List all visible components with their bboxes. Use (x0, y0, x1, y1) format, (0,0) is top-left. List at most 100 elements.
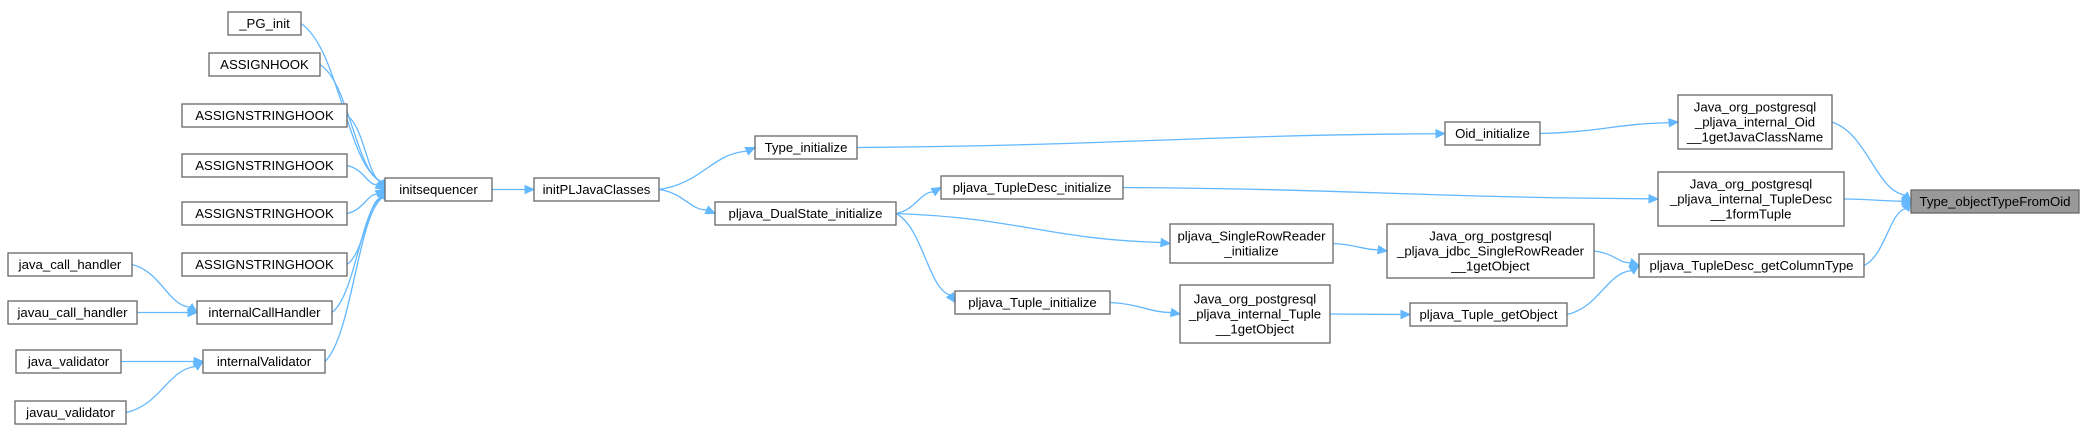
edge-pljava-dual-state-initialize-to-pljava-tuple-desc-initialize (895, 191, 934, 215)
node-label: javau_validator (25, 405, 115, 420)
edge-ash3-to-initsequencer (346, 193, 378, 215)
edge-java-single-row-reader-get-object-to-pljava-tuple-desc-get-column-type (1593, 250, 1631, 264)
node-label: ASSIGNSTRINGHOOK (195, 108, 334, 123)
node-ash4[interactable]: ASSIGNSTRINGHOOK (181, 252, 348, 277)
arrowhead (1400, 309, 1412, 320)
edge-internal-call-handler-to-initsequencer (331, 197, 382, 314)
arrowhead (1435, 128, 1447, 139)
edge-pljava-tuple-desc-get-column-type-to-type-object-type-from-oid (1863, 208, 1906, 267)
node-box (15, 349, 122, 374)
node-java-call-handler[interactable]: java_call_handler (7, 252, 133, 277)
edge-java-oid-get-java-class-name-to-type-object-type-from-oid (1831, 121, 1905, 196)
node-label: Type_initialize (765, 140, 848, 155)
node-internal-validator[interactable]: internalValidator (202, 349, 326, 374)
arrowhead (1628, 264, 1641, 275)
node-box (954, 290, 1111, 315)
node-box (208, 52, 321, 77)
node-label: __1getObject (1450, 259, 1530, 274)
node-type-initialize[interactable]: Type_initialize (754, 135, 858, 160)
edge-pljava-tuple-desc-initialize-to-java-tuple-desc-form-tuple (1122, 186, 1650, 200)
edge-ash2-to-initsequencer (346, 164, 378, 186)
edge-pljava-dual-state-initialize-to-pljava-single-row-reader-initialize (895, 212, 1162, 244)
node-label: Java_org_postgresql (1429, 229, 1551, 244)
node-pljava-dual-state-initialize[interactable]: pljava_DualState_initialize (714, 201, 897, 226)
node-pljava-tuple-desc-get-column-type[interactable]: pljava_TupleDesc_getColumnType (1638, 253, 1865, 278)
edge-type-initialize-to-oid-initialize (856, 133, 1437, 149)
node-type-object-type-from-oid[interactable]: Type_objectTypeFromOid (1910, 189, 2080, 214)
node-box (7, 300, 138, 325)
arrowhead (1160, 237, 1172, 248)
edge-assignhook-to-initsequencer (319, 63, 382, 183)
arrowhead (374, 180, 387, 191)
edge-ash1-to-initsequencer (346, 114, 382, 183)
edge-init-pljava-classes-to-pljava-dual-state-initialize (658, 188, 707, 211)
node-label: _pljava_internal_TupleDesc (1669, 192, 1833, 207)
node-pljava-single-row-reader-initialize[interactable]: pljava_SingleRowReader_initialize (1169, 223, 1334, 264)
arrowhead (187, 307, 199, 318)
node-label: Java_org_postgresql (1194, 292, 1316, 307)
node-pljava-tuple-desc-initialize[interactable]: pljava_TupleDesc_initialize (940, 175, 1124, 200)
node-box (1409, 302, 1568, 327)
node-java-tuple-desc-form-tuple[interactable]: Java_org_postgresql_pljava_internal_Tupl… (1657, 171, 1845, 227)
node-java-validator[interactable]: java_validator (15, 349, 122, 374)
node-assignhook[interactable]: ASSIGNHOOK (208, 52, 321, 77)
node-box (14, 400, 127, 425)
node-javau-validator[interactable]: javau_validator (14, 400, 127, 425)
node-oid-initialize[interactable]: Oid_initialize (1444, 121, 1541, 146)
node-box (754, 135, 858, 160)
node-ash1[interactable]: ASSIGNSTRINGHOOK (181, 103, 348, 128)
edge-init-pljava-classes-to-type-initialize (658, 150, 747, 191)
node-box (181, 201, 348, 226)
node-label: _initialize (1223, 244, 1278, 259)
node-box (940, 175, 1124, 200)
node-java-oid-get-java-class-name[interactable]: Java_org_postgresql_pljava_internal_Oid_… (1677, 94, 1833, 150)
node-initsequencer[interactable]: initsequencer (384, 177, 493, 202)
node-label: internalValidator (217, 354, 312, 369)
node-java-tuple-get-object[interactable]: Java_org_postgresql_pljava_internal_Tupl… (1179, 284, 1331, 344)
node-box (1386, 223, 1595, 279)
node-label: Java_org_postgresql (1694, 100, 1816, 115)
node-java-single-row-reader-get-object[interactable]: Java_org_postgresql_pljava_jdbc_SingleRo… (1386, 223, 1595, 279)
node-box (384, 177, 493, 202)
node-label: pljava_Tuple_initialize (968, 295, 1097, 310)
node-label: Java_org_postgresql (1690, 177, 1812, 192)
node-label: ASSIGNSTRINGHOOK (195, 257, 334, 272)
arrowhead (1169, 307, 1182, 318)
node-label: pljava_DualState_initialize (729, 206, 883, 221)
arrowhead (1901, 196, 1913, 206)
node-pg-init[interactable]: _PG_init (227, 11, 302, 36)
node-label: _pljava_internal_Oid (1694, 115, 1815, 130)
node-label: javau_call_handler (17, 305, 129, 320)
node-box (181, 103, 348, 128)
edge-javau-validator-to-internal-validator (125, 365, 196, 414)
node-box (1638, 253, 1865, 278)
node-label: ASSIGNHOOK (220, 57, 309, 72)
node-ash2[interactable]: ASSIGNSTRINGHOOK (181, 153, 348, 178)
node-pljava-tuple-initialize[interactable]: pljava_Tuple_initialize (954, 290, 1111, 315)
edges (121, 22, 1913, 414)
node-box (1444, 121, 1541, 146)
arrowhead (704, 205, 717, 215)
node-box (7, 252, 133, 277)
node-box (1169, 223, 1334, 264)
node-label: pljava_SingleRowReader (1177, 229, 1326, 244)
node-label: initPLJavaClasses (543, 182, 651, 197)
node-label: pljava_TupleDesc_initialize (953, 180, 1112, 195)
node-javau-call-handler[interactable]: javau_call_handler (7, 300, 138, 325)
node-pljava-tuple-get-object[interactable]: pljava_Tuple_getObject (1409, 302, 1568, 327)
edge-oid-initialize-to-java-oid-get-java-class-name (1539, 122, 1670, 135)
edge-pljava-dual-state-initialize-to-pljava-tuple-initialize (895, 212, 951, 296)
node-label: java_call_handler (18, 257, 122, 272)
node-box (227, 11, 302, 36)
arrowhead (1901, 200, 1912, 212)
arrowhead (930, 186, 943, 197)
node-ash3[interactable]: ASSIGNSTRINGHOOK (181, 201, 348, 226)
node-box (202, 349, 326, 374)
node-init-pljava-classes[interactable]: initPLJavaClasses (533, 177, 660, 202)
node-label: ASSIGNSTRINGHOOK (195, 158, 334, 173)
node-label: _pljava_internal_Tuple (1188, 307, 1321, 322)
node-internal-call-handler[interactable]: internalCallHandler (196, 300, 333, 325)
node-label: initsequencer (399, 182, 478, 197)
edge-pljava-tuple-initialize-to-java-tuple-get-object (1109, 301, 1172, 314)
